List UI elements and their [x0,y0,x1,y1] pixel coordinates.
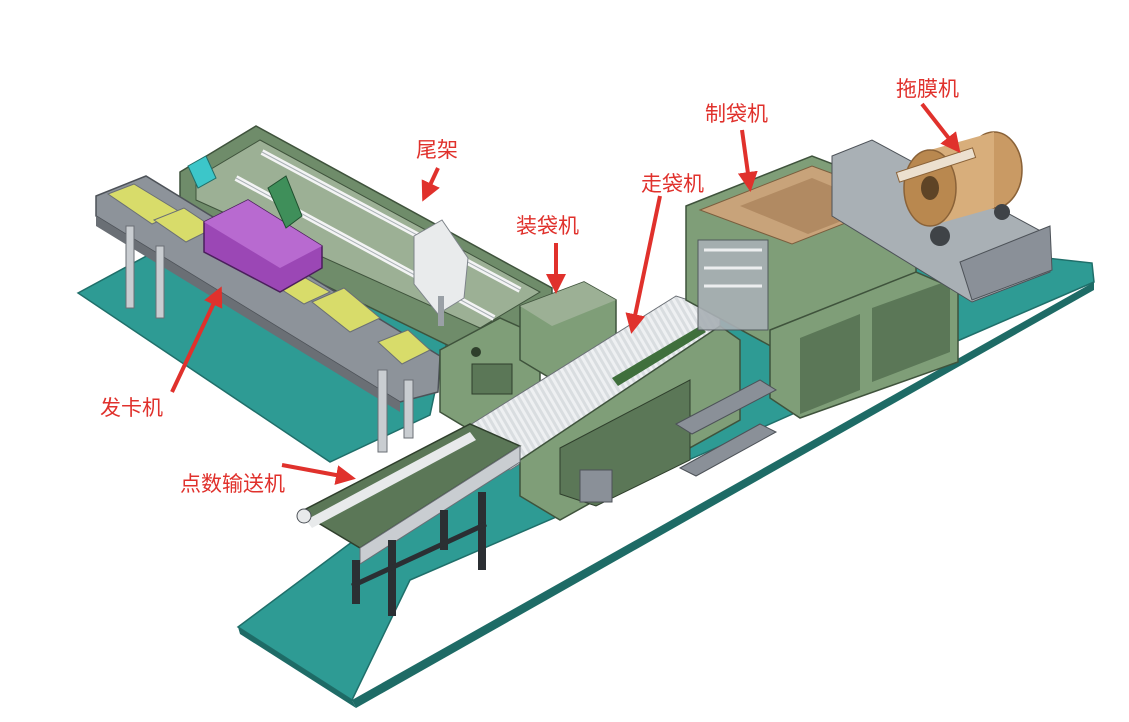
bag-walker [461,295,741,521]
label-card-dispenser: 发卡机 [100,396,163,420]
label-film-puller: 拖膜机 [896,77,959,101]
film-puller [831,131,1053,303]
label-bag-loader: 装袋机 [516,214,579,238]
arrow-count-conveyor [281,463,356,485]
arrow-bag-walker [625,195,662,334]
label-count-conveyor: 点数输送机 [180,472,285,496]
count-conveyor [296,423,522,616]
arrow-card-dispenser [170,286,223,393]
arrow-tail-rack [421,167,440,202]
card-dispenser [95,155,441,453]
label-bag-walker: 走袋机 [641,172,704,196]
arrow-film-puller [920,102,961,154]
label-tail-rack: 尾架 [416,138,458,162]
callout-arrows [170,102,961,485]
label-bag-maker: 制袋机 [705,102,768,126]
arrow-bag-maker [737,129,758,192]
